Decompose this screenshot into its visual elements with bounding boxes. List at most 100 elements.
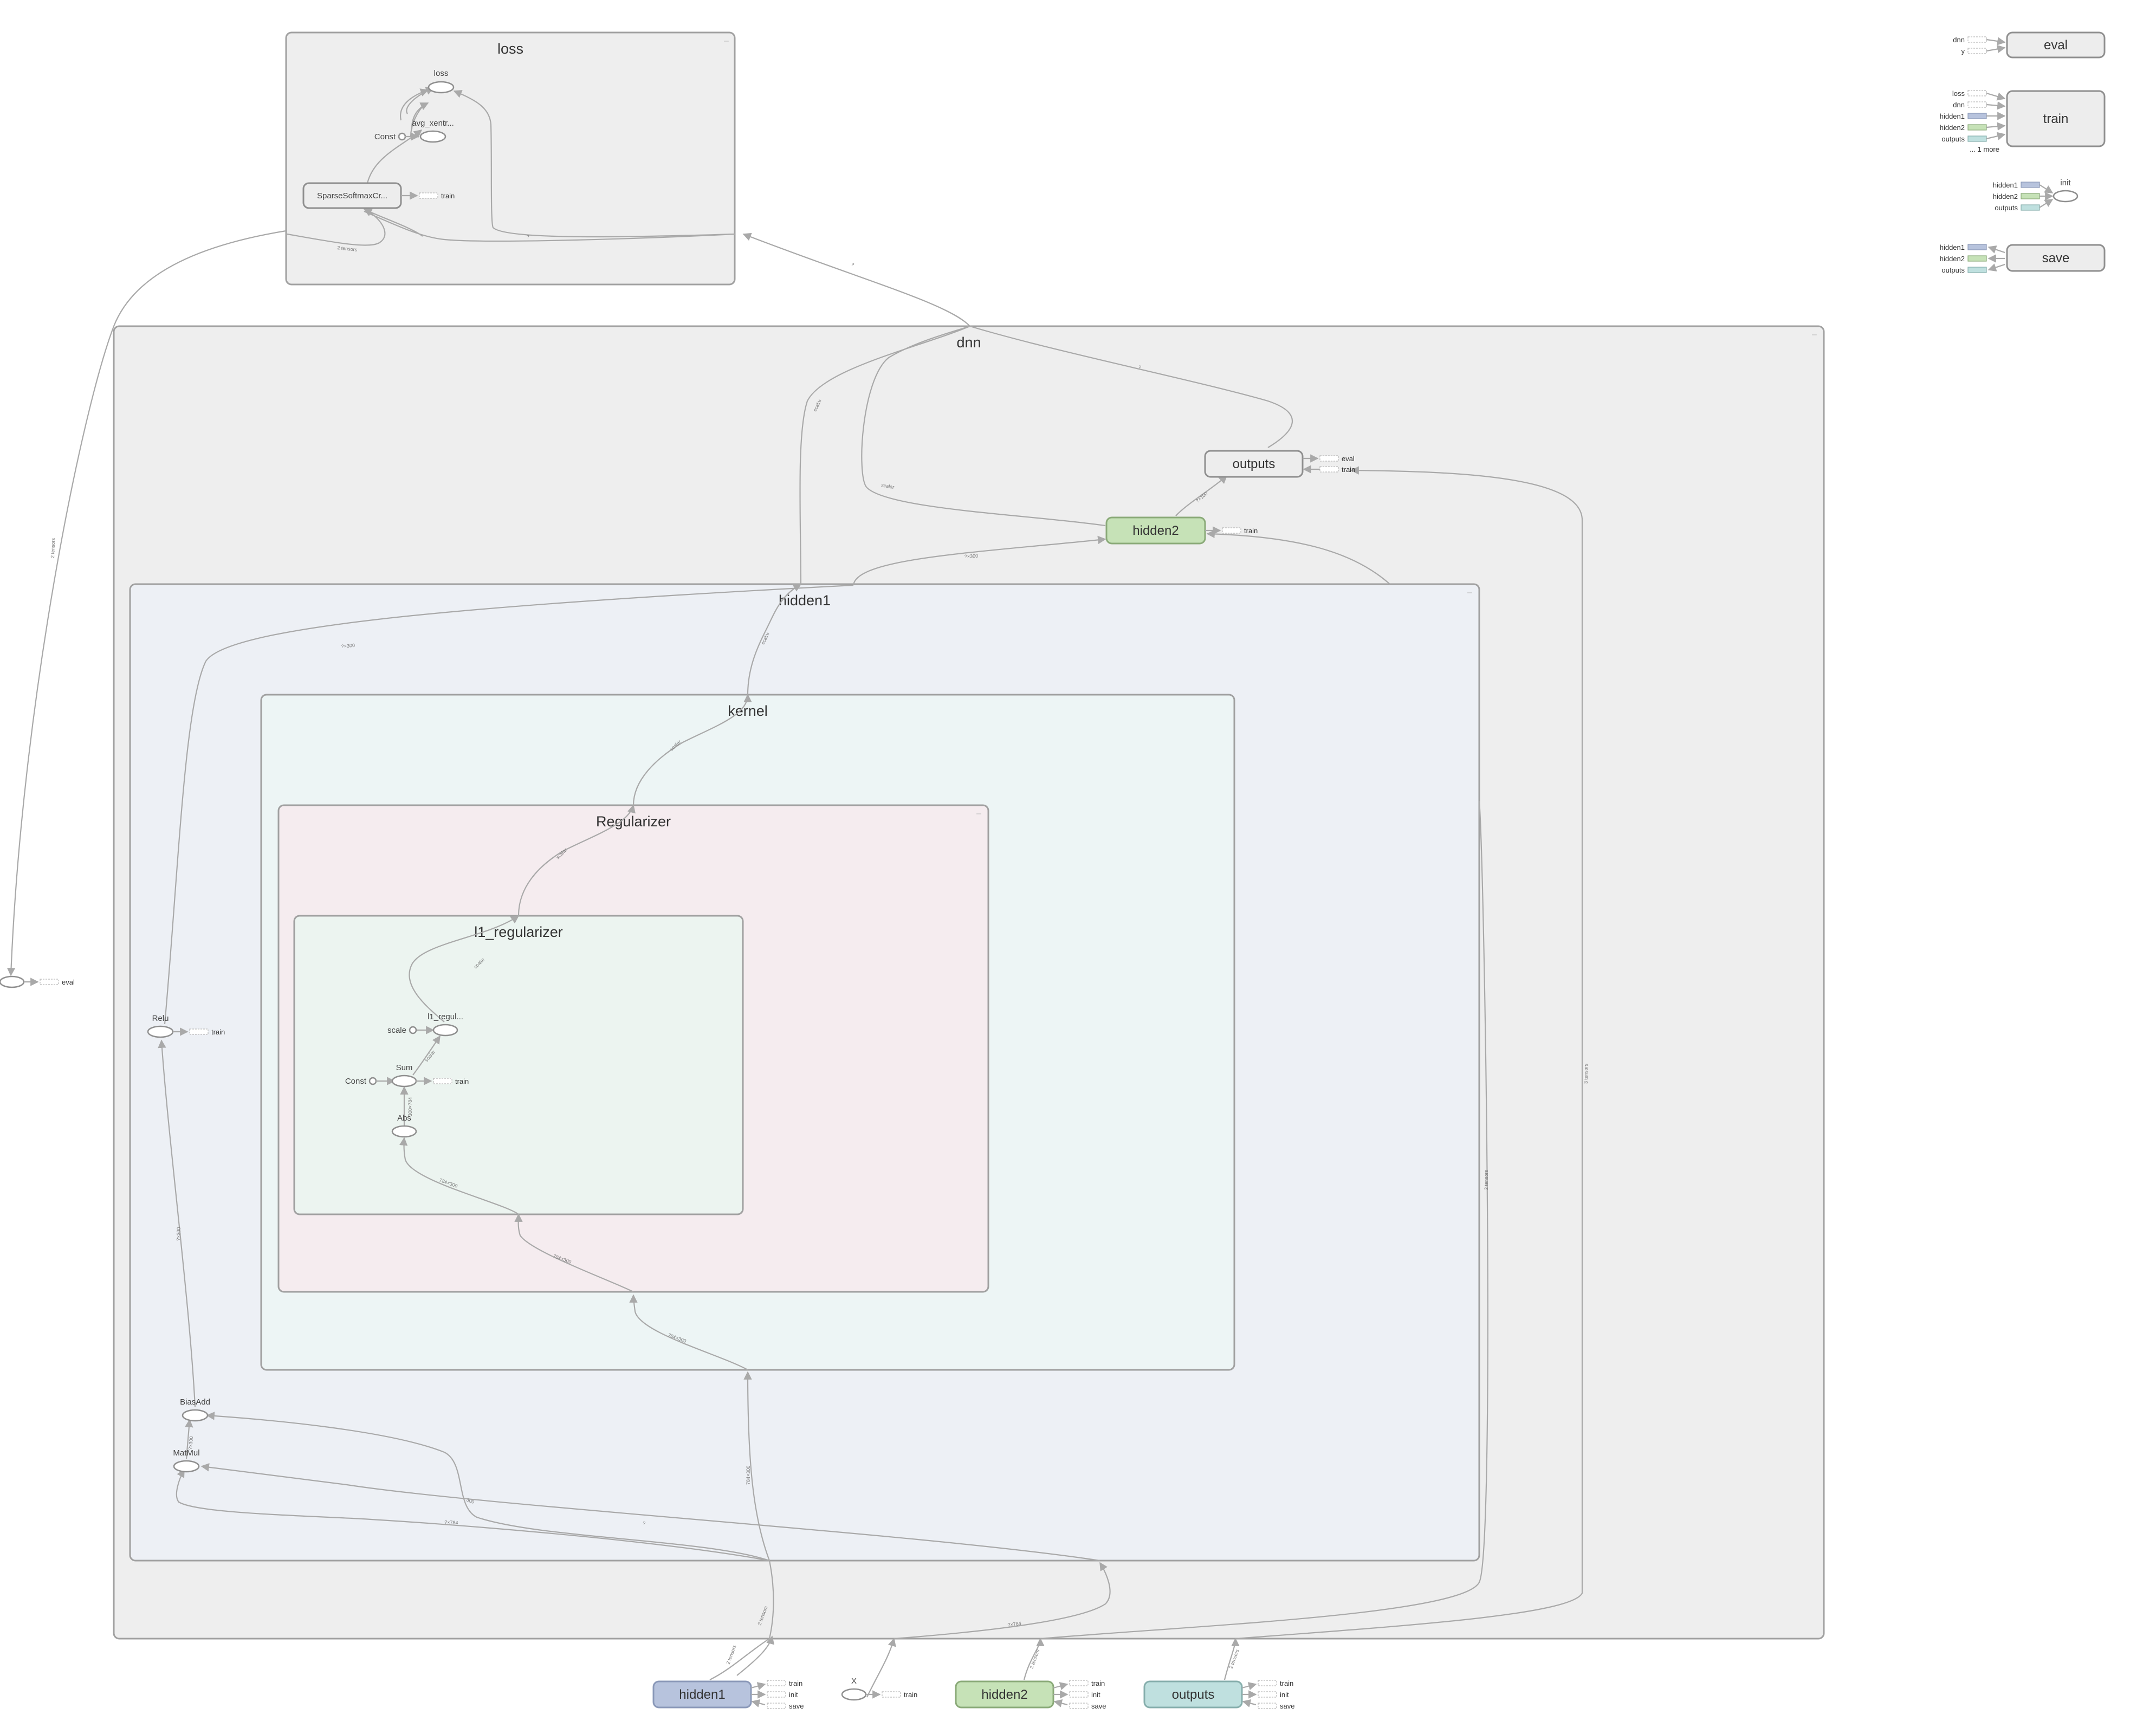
regularizer-group-title: Regularizer bbox=[596, 813, 671, 830]
train-inputs: loss dnn hidden1 hidden2 outputs ... 1 m… bbox=[1940, 89, 2006, 153]
svg-text:train: train bbox=[1244, 527, 1258, 535]
save-inputs: hidden1 hidden2 outputs bbox=[1940, 243, 2005, 274]
loss-node[interactable]: loss bbox=[428, 69, 455, 94]
svg-text:2 tensors: 2 tensors bbox=[725, 1644, 737, 1665]
svg-text:?: ? bbox=[527, 234, 529, 240]
svg-text:eval: eval bbox=[2044, 38, 2068, 53]
svg-text:3 tensors: 3 tensors bbox=[1583, 1063, 1589, 1084]
svg-text:train: train bbox=[789, 1679, 802, 1687]
relu-node[interactable]: Relu train bbox=[147, 1014, 225, 1038]
svg-text:scalar: scalar bbox=[881, 482, 895, 490]
avg-xentropy-node[interactable]: avg_xentr... bbox=[412, 119, 454, 143]
svg-text:?: ? bbox=[643, 1521, 646, 1526]
collapse-icon[interactable]: – bbox=[976, 809, 981, 818]
svg-text:hidden2: hidden2 bbox=[1993, 192, 2018, 200]
svg-text:784×300: 784×300 bbox=[746, 1466, 751, 1485]
svg-text:hidden1: hidden1 bbox=[1940, 243, 1965, 251]
svg-text:init: init bbox=[1280, 1691, 1289, 1699]
collapse-icon[interactable]: – bbox=[724, 36, 729, 46]
l1-scale-node[interactable]: l1_regul... bbox=[428, 1012, 463, 1037]
svg-text:hidden2: hidden2 bbox=[1132, 523, 1179, 538]
svg-text:Relu: Relu bbox=[152, 1014, 169, 1023]
loss-group-title: loss bbox=[497, 41, 523, 57]
svg-text:save: save bbox=[1091, 1702, 1106, 1710]
svg-text:outputs: outputs bbox=[1941, 266, 1965, 274]
l1-regularizer-group[interactable]: l1_regularizer bbox=[293, 915, 744, 1215]
svg-text:?×784: ?×784 bbox=[1007, 1621, 1021, 1628]
svg-text:hidden2: hidden2 bbox=[1940, 255, 1965, 263]
svg-text:2 tensors: 2 tensors bbox=[337, 245, 358, 253]
collapse-icon[interactable]: – bbox=[1812, 330, 1817, 339]
svg-text:Sum: Sum bbox=[396, 1063, 413, 1072]
svg-text:MatMul: MatMul bbox=[173, 1448, 199, 1458]
abs-node[interactable]: Abs bbox=[391, 1114, 417, 1138]
scale-node[interactable]: scale bbox=[387, 1026, 417, 1035]
svg-text:train: train bbox=[211, 1028, 225, 1036]
edges: 2 tensors 2 tensors ? ? ? ?×100 scalar s… bbox=[7, 87, 1589, 1698]
svg-text:300×784: 300×784 bbox=[407, 1097, 413, 1116]
svg-text:hidden1: hidden1 bbox=[679, 1687, 725, 1702]
svg-text:save: save bbox=[2042, 251, 2070, 266]
svg-text:train: train bbox=[455, 1077, 469, 1085]
kernel-group-title: kernel bbox=[728, 703, 768, 719]
svg-text:l1_regul...: l1_regul... bbox=[428, 1012, 463, 1021]
svg-text:2 tensors: 2 tensors bbox=[1228, 1648, 1240, 1670]
svg-text:2 tensors: 2 tensors bbox=[1028, 1648, 1040, 1670]
svg-text:outputs: outputs bbox=[1172, 1687, 1215, 1702]
matmul-node[interactable]: MatMul bbox=[173, 1448, 200, 1473]
svg-text:?: ? bbox=[850, 262, 855, 268]
svg-text:Const: Const bbox=[374, 132, 396, 141]
svg-text:?×300: ?×300 bbox=[187, 1436, 194, 1450]
sum-const-node[interactable]: Const bbox=[345, 1077, 377, 1086]
bottom-x-node[interactable]: X train bbox=[841, 1677, 917, 1701]
loss-group[interactable]: loss – bbox=[285, 31, 736, 286]
bottom-outputs-node[interactable]: outputs train init save bbox=[1143, 1679, 1294, 1710]
svg-text:train: train bbox=[904, 1691, 917, 1699]
svg-text:save: save bbox=[1280, 1702, 1294, 1710]
right-eval-node[interactable]: eval dnn y bbox=[1953, 31, 2106, 59]
svg-text:outputs: outputs bbox=[1995, 204, 2018, 212]
init-inputs: hidden1 hidden2 outputs bbox=[1993, 181, 2054, 212]
bias-add-node[interactable]: BiasAdd bbox=[180, 1397, 210, 1422]
svg-text:train: train bbox=[1091, 1679, 1105, 1687]
svg-text:?×784: ?×784 bbox=[444, 1519, 458, 1525]
sum-node[interactable]: Sum train bbox=[391, 1063, 469, 1088]
sparse-softmax-node[interactable]: SparseSoftmaxCr... train bbox=[302, 182, 455, 209]
svg-text:train: train bbox=[2043, 112, 2069, 126]
svg-text:?×300: ?×300 bbox=[964, 553, 979, 559]
svg-text:train: train bbox=[1280, 1679, 1293, 1687]
loss-const-node[interactable]: Const bbox=[374, 132, 419, 141]
hidden2-node[interactable]: hidden2 train bbox=[1105, 516, 1258, 545]
svg-text:init: init bbox=[789, 1691, 798, 1699]
svg-text:... 1 more: ... 1 more bbox=[1970, 145, 1999, 153]
y-node[interactable]: eval bbox=[0, 975, 75, 988]
svg-text:SparseSoftmaxCr...: SparseSoftmaxCr... bbox=[317, 191, 387, 200]
bottom-hidden1-node[interactable]: hidden1 train init save bbox=[652, 1679, 804, 1710]
svg-text:save: save bbox=[789, 1702, 804, 1710]
svg-text:init: init bbox=[2060, 178, 2071, 187]
svg-text:outputs: outputs bbox=[1233, 457, 1276, 471]
svg-text:loss: loss bbox=[1952, 89, 1965, 98]
outputs-node[interactable]: outputs eval train bbox=[1204, 450, 1355, 478]
svg-text:hidden1: hidden1 bbox=[1940, 112, 1965, 120]
right-init-node[interactable]: init hidden1 hidden2 outputs bbox=[1993, 178, 2079, 212]
right-save-node[interactable]: save hidden1 hidden2 outputs bbox=[1940, 243, 2106, 274]
l1-regularizer-group-title: l1_regularizer bbox=[474, 924, 563, 940]
svg-text:outputs: outputs bbox=[1941, 135, 1965, 143]
dnn-group-title: dnn bbox=[956, 334, 981, 351]
svg-text:?×300: ?×300 bbox=[176, 1227, 182, 1241]
svg-text:Const: Const bbox=[345, 1077, 367, 1086]
collapse-icon[interactable]: – bbox=[1467, 588, 1472, 597]
right-train-node[interactable]: train loss dnn hidden1 hidden2 outputs .… bbox=[1940, 89, 2106, 153]
svg-text:hidden2: hidden2 bbox=[981, 1687, 1027, 1702]
svg-text:X: X bbox=[851, 1677, 857, 1686]
svg-text:2 tensors: 2 tensors bbox=[50, 538, 56, 558]
svg-text:avg_xentr...: avg_xentr... bbox=[412, 119, 454, 128]
svg-text:train: train bbox=[1342, 465, 1355, 474]
svg-text:BiasAdd: BiasAdd bbox=[180, 1397, 210, 1407]
svg-text:hidden2: hidden2 bbox=[1940, 124, 1965, 132]
svg-text:scale: scale bbox=[387, 1026, 406, 1035]
svg-text:dnn: dnn bbox=[1953, 36, 1965, 44]
svg-text:loss: loss bbox=[434, 69, 449, 78]
bottom-hidden2-node[interactable]: hidden2 train init save bbox=[955, 1679, 1106, 1710]
